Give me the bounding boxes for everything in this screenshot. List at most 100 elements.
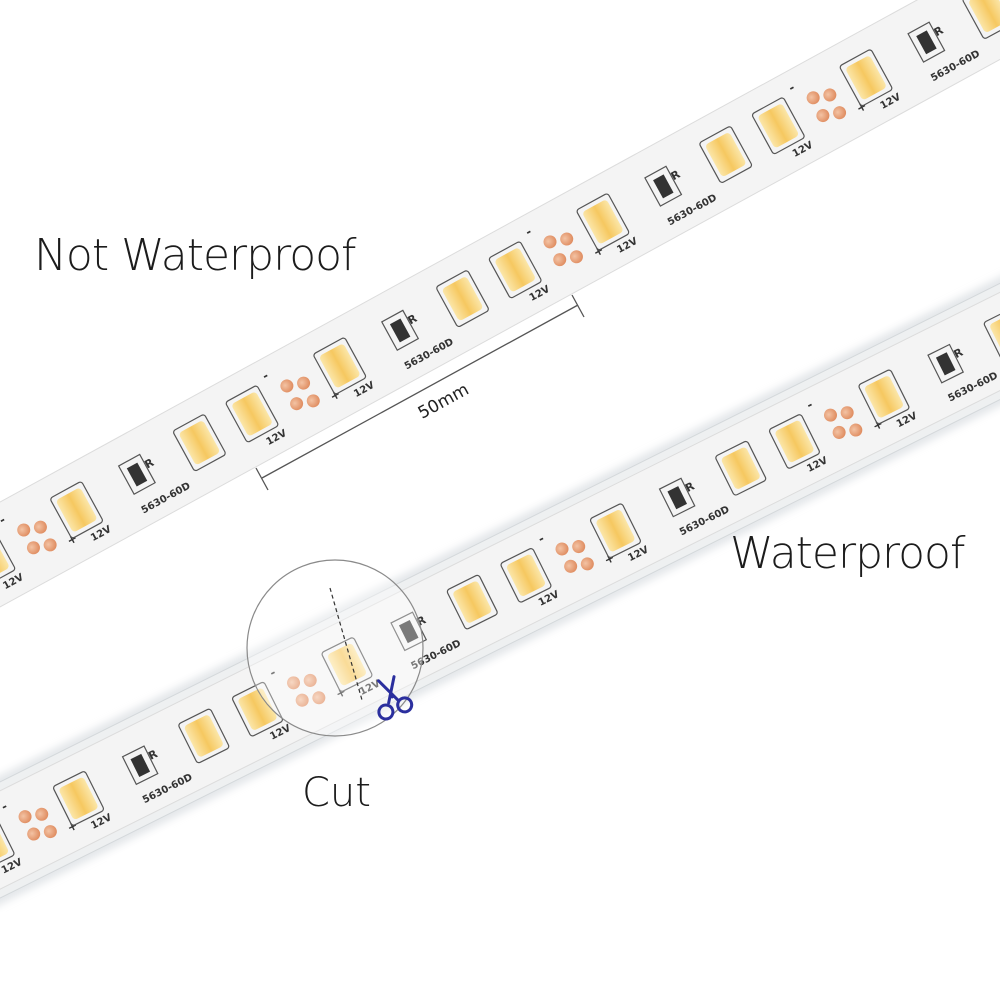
minus-label: - <box>0 513 8 528</box>
led-emitter <box>442 277 483 321</box>
led-frame <box>983 307 1000 362</box>
resistor <box>653 174 674 199</box>
dimension-label: 50mm <box>415 380 473 424</box>
led-frame <box>488 241 542 299</box>
copper-pad <box>553 253 567 267</box>
copper-pad <box>569 250 583 264</box>
led-frame <box>53 771 105 826</box>
waterproof-label: Waterproof <box>730 528 965 579</box>
minus-label: - <box>786 80 797 95</box>
waterproof-strip: 12V-+12VR5630-60D12V-+12VR5630-60D12V-+1… <box>0 223 1000 909</box>
copper-pad <box>27 827 41 841</box>
copper-pad <box>543 235 557 249</box>
copper-pad <box>295 693 309 707</box>
copper-pad <box>280 379 294 393</box>
not-waterproof-label: Not Waterproof <box>34 230 357 281</box>
led-emitter <box>583 200 623 244</box>
led-frame <box>225 385 279 443</box>
copper-pad <box>555 542 569 556</box>
pcb-tape <box>0 229 1000 903</box>
led-emitter <box>232 392 272 436</box>
resistor-frame <box>927 343 965 384</box>
copper-pad <box>832 425 846 439</box>
led-emitter <box>59 777 98 820</box>
led-emitter <box>506 554 545 596</box>
copper-pad <box>849 423 863 437</box>
minus-label: - <box>536 531 547 546</box>
led-emitter <box>179 421 220 465</box>
led-frame <box>839 49 893 107</box>
led-frame <box>231 681 284 737</box>
led-chip <box>178 708 230 764</box>
resistor-frame <box>907 21 946 63</box>
not-waterproof-strip: 12V-+12VR5630-60D12V-+12VR5630-60D12V-+1… <box>0 0 1000 621</box>
led-frame <box>858 369 910 425</box>
copper-pad <box>823 88 837 102</box>
copper-pad <box>806 91 820 105</box>
led-chip <box>589 503 641 558</box>
led-emitter <box>184 715 223 757</box>
strip-body: 12V-+12VR5630-60D12V-+12VR5630-60D12V-+1… <box>0 0 1000 621</box>
led-emitter <box>721 447 760 489</box>
copper-pad <box>35 807 49 821</box>
minus-label: - <box>0 799 10 814</box>
resistor <box>389 318 411 343</box>
copper-pad <box>312 691 326 705</box>
led-emitter <box>238 688 277 730</box>
led-frame <box>178 708 230 764</box>
led-emitter <box>596 510 635 552</box>
led-chip <box>839 49 893 107</box>
led-emitter <box>56 488 97 532</box>
led-frame <box>313 337 367 395</box>
led-frame <box>436 270 489 328</box>
led-frame <box>768 414 820 469</box>
pcb-tape <box>0 0 1000 621</box>
strip-body: 12V-+12VR5630-60D12V-+12VR5630-60D12V-+1… <box>0 223 1000 909</box>
led-emitter <box>495 248 535 292</box>
led-chip <box>313 337 367 395</box>
led-chip <box>751 97 805 155</box>
resistor-frame <box>121 745 159 786</box>
cut-line <box>329 587 363 701</box>
copper-pad <box>303 673 317 687</box>
led-frame <box>699 126 753 183</box>
led-frame <box>589 503 641 558</box>
led-emitter <box>846 56 886 100</box>
resistor <box>667 486 688 510</box>
copper-pad <box>833 106 847 120</box>
copper-pad <box>564 559 578 573</box>
cut-label: Cut <box>302 770 371 816</box>
copper-pad <box>306 394 320 408</box>
led-chip <box>321 637 373 692</box>
led-emitter <box>775 420 814 463</box>
copper-pad <box>560 232 574 246</box>
led-chip <box>858 369 910 425</box>
led-emitter <box>320 344 360 388</box>
led-chip <box>699 126 753 183</box>
copper-pad <box>18 810 32 824</box>
copper-pad <box>26 541 40 555</box>
led-emitter <box>864 376 903 418</box>
led-emitter <box>969 0 1000 32</box>
led-chip <box>50 481 103 539</box>
led-frame <box>0 815 15 871</box>
copper-pad <box>290 397 304 411</box>
minus-label: - <box>267 665 278 680</box>
resistor <box>130 753 151 777</box>
led-frame <box>576 193 630 251</box>
led-emitter <box>453 581 492 623</box>
led-chip <box>488 241 542 299</box>
copper-pad <box>33 520 47 534</box>
copper-pad <box>816 109 830 123</box>
led-chip <box>53 771 105 826</box>
led-frame <box>751 97 805 155</box>
led-chip <box>446 574 498 630</box>
led-emitter <box>758 104 799 148</box>
led-chip <box>436 270 489 328</box>
copper-pad <box>840 406 854 420</box>
led-frame <box>50 481 103 539</box>
resistor-frame <box>390 611 428 652</box>
copper-pad <box>823 408 837 422</box>
copper-pad <box>297 376 311 390</box>
